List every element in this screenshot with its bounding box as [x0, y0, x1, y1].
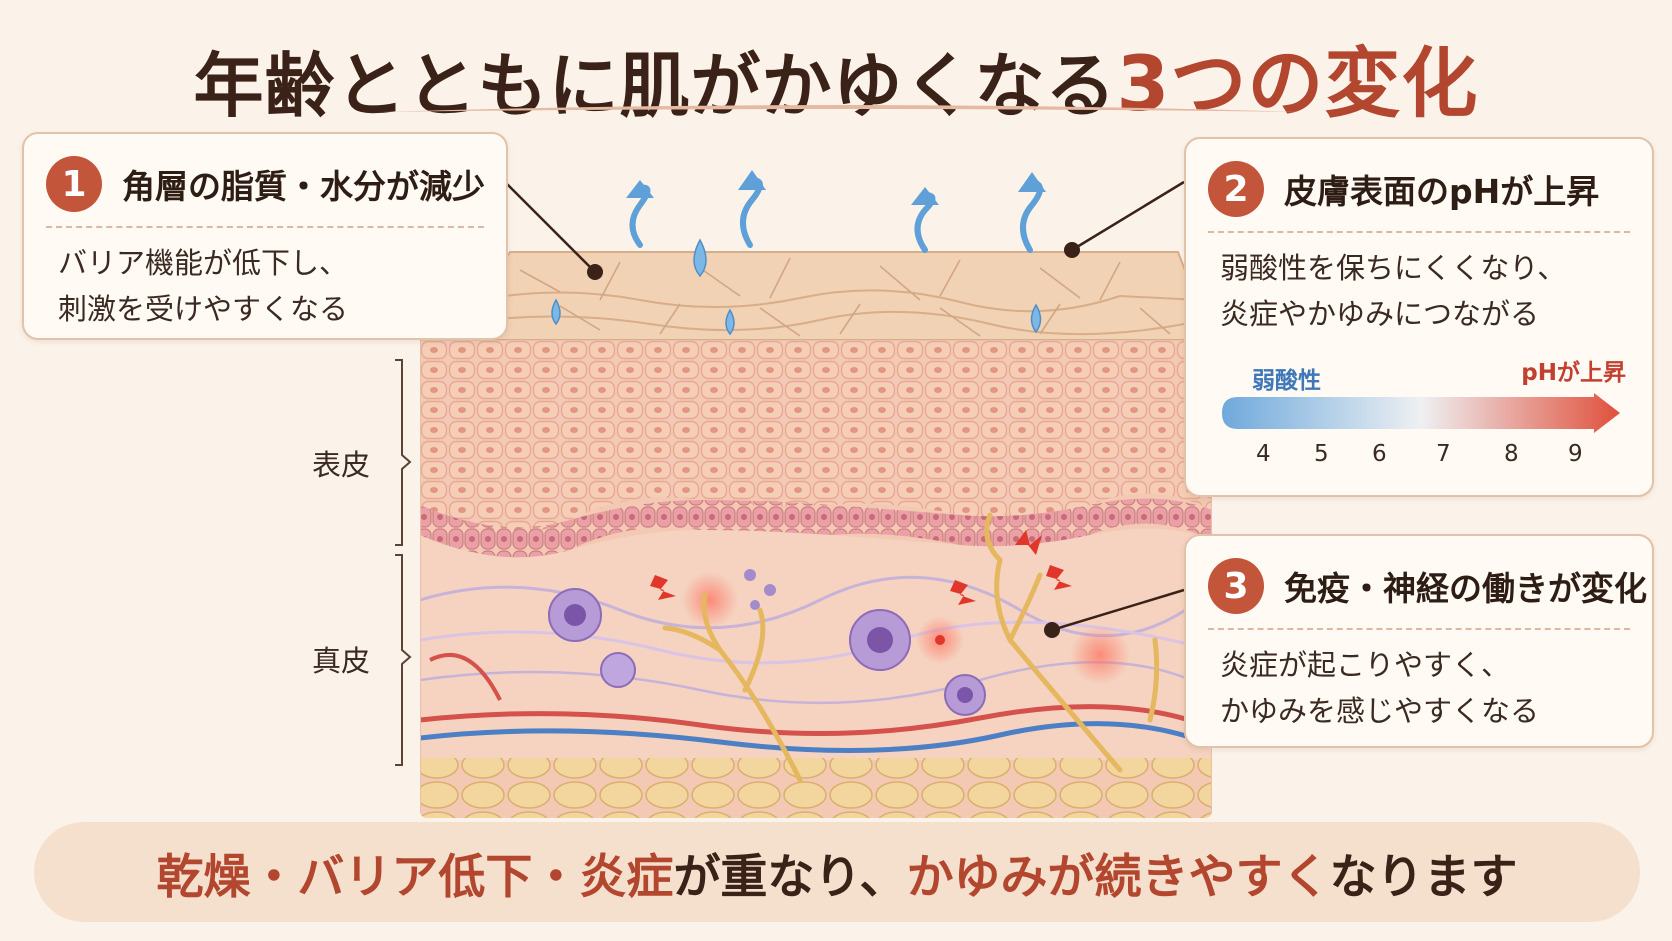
card-3-line-2: かゆみを感じやすくなる	[1220, 694, 1540, 728]
divider	[1208, 628, 1630, 630]
card-1-title: 角層の脂質・水分が減少	[122, 167, 485, 206]
card-2-title: 皮膚表面のpHが上昇	[1284, 172, 1600, 211]
title-main: 年齢とともに肌がかゆくなる	[193, 45, 1117, 127]
ph-label-weak-acid: 弱酸性	[1252, 368, 1321, 394]
divider	[1208, 231, 1630, 233]
card-lipid-moisture: 1 角層の脂質・水分が減少 バリア機能が低下し、 刺激を受けやすくなる	[22, 132, 508, 340]
pointer-lines	[504, 180, 1185, 632]
badge-number-2: 2	[1208, 161, 1264, 217]
ph-tick: 4	[1256, 441, 1271, 467]
badge-number-1: 1	[46, 156, 102, 212]
ph-label-rise: pHが上昇	[1521, 360, 1626, 386]
ph-gradient-arrow	[1222, 393, 1620, 433]
ph-tick: 6	[1372, 441, 1387, 467]
summary-text: 乾燥・バリア低下・炎症が重なり、かゆみが続きやすくなります	[156, 838, 1517, 907]
water-droplets	[551, 238, 1042, 336]
ph-ticks: 4 5 6 7 8 9	[1186, 441, 1652, 471]
summary-part-1: 乾燥・バリア低下・炎症	[156, 849, 674, 905]
summary-part-4: なります	[1329, 849, 1518, 905]
card-3-line-1: 炎症が起こりやすく、	[1220, 648, 1511, 682]
title-accent: 3つの変化	[1116, 39, 1479, 128]
moisture-evaporation-arrows	[629, 177, 1043, 253]
ph-tick: 8	[1504, 441, 1519, 467]
itch-spark-icons	[650, 530, 1072, 605]
card-3-title: 免疫・神経の働きが変化	[1284, 569, 1647, 608]
page-title: 年齢とともに肌がかゆくなる3つの変化	[0, 22, 1672, 132]
card-1-line-2: 刺激を受けやすくなる	[58, 292, 349, 326]
stratum-corneum	[453, 251, 1214, 341]
label-epidermis: 表皮	[312, 448, 371, 482]
summary-part-3: かゆみが続きやすく	[906, 849, 1330, 905]
nerve-fibers	[662, 512, 1160, 783]
label-dermis: 真皮	[312, 644, 371, 678]
badge-number-3: 3	[1208, 558, 1264, 614]
card-ph-rise: 2 皮膚表面のpHが上昇 弱酸性を保ちにくくなり、 炎症やかゆみにつながる 弱酸…	[1184, 137, 1654, 497]
immune-cells	[548, 569, 986, 716]
divider	[46, 226, 484, 228]
summary-part-2: が重なり、	[673, 849, 907, 905]
summary-banner: 乾燥・バリア低下・炎症が重なり、かゆみが続きやすくなります	[34, 822, 1640, 922]
title-underline	[380, 105, 1300, 112]
ph-tick: 9	[1568, 441, 1583, 467]
card-1-line-1: バリア機能が低下し、	[58, 246, 349, 280]
card-2-line-2: 炎症やかゆみにつながる	[1220, 297, 1540, 331]
layer-brackets	[395, 359, 412, 766]
ph-tick: 5	[1314, 441, 1329, 467]
ph-tick: 7	[1436, 441, 1451, 467]
card-immune-nerve: 3 免疫・神経の働きが変化 炎症が起こりやすく、 かゆみを感じやすくなる	[1184, 534, 1654, 748]
card-2-line-1: 弱酸性を保ちにくくなり、	[1220, 251, 1567, 285]
